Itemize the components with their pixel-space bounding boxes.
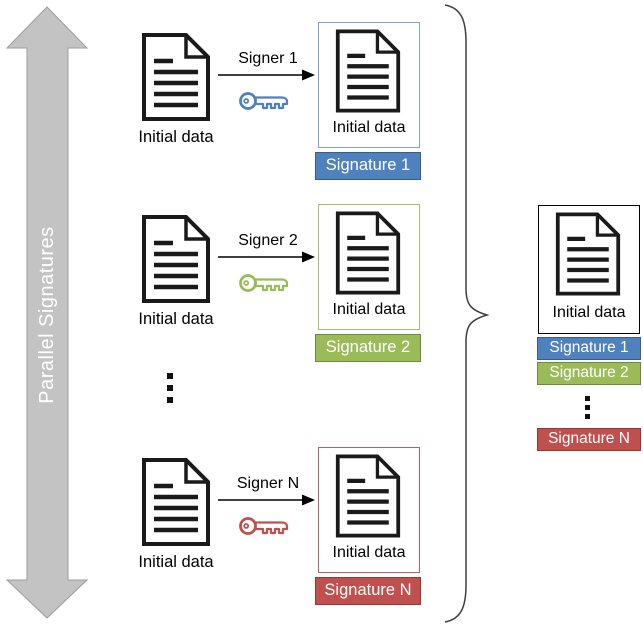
document-icon [554, 211, 622, 297]
signed-document-label: Initial data [332, 301, 406, 318]
signer-label: Signer 2 [238, 232, 298, 249]
combined-signature-bar: Signature 2 [537, 362, 641, 385]
signing-row-1: Initial data Signer 1 Initial data Signa… [0, 22, 643, 182]
document-icon [140, 214, 212, 304]
signer-label: Signer N [236, 475, 300, 492]
document-icon [334, 453, 402, 539]
key-icon [238, 88, 290, 114]
combining-brace [444, 4, 490, 623]
signature-bar: Signature 1 [315, 152, 421, 180]
document-icon [140, 457, 212, 547]
signed-document-box: Initial data [318, 204, 420, 330]
source-document-label: Initial data [138, 310, 214, 328]
right-arrow-icon [218, 250, 316, 264]
signing-row-2: Initial data Signer 2 Initial data Signa… [0, 204, 643, 364]
vertical-ellipsis-icon [167, 373, 173, 403]
signer-label: Signer 1 [238, 50, 298, 67]
key-icon [238, 270, 290, 296]
vertical-ellipsis-icon [585, 396, 590, 419]
parallel-signatures-arrow [5, 6, 89, 619]
combined-signature-bar: Signature N [537, 428, 641, 451]
combined-document-label: Initial data [552, 304, 626, 321]
source-document-label: Initial data [138, 553, 214, 571]
combined-document-box: Initial data [538, 205, 640, 334]
right-arrow-icon [218, 493, 316, 507]
signed-document-label: Initial data [332, 544, 406, 561]
signed-document-box: Initial data [318, 22, 420, 148]
signature-bar: Signature N [315, 577, 421, 605]
combined-signature-bar: Signature 1 [537, 337, 641, 360]
document-icon [140, 32, 212, 122]
right-arrow-icon [218, 68, 316, 82]
document-icon [334, 28, 402, 114]
signed-document-box: Initial data [318, 447, 420, 573]
source-document-label: Initial data [138, 128, 214, 146]
document-icon [334, 210, 402, 296]
signature-bar: Signature 2 [315, 334, 421, 362]
key-icon [238, 513, 290, 539]
signing-row-n: Initial data Signer N Initial data Signa… [0, 447, 643, 607]
signed-document-label: Initial data [332, 119, 406, 136]
